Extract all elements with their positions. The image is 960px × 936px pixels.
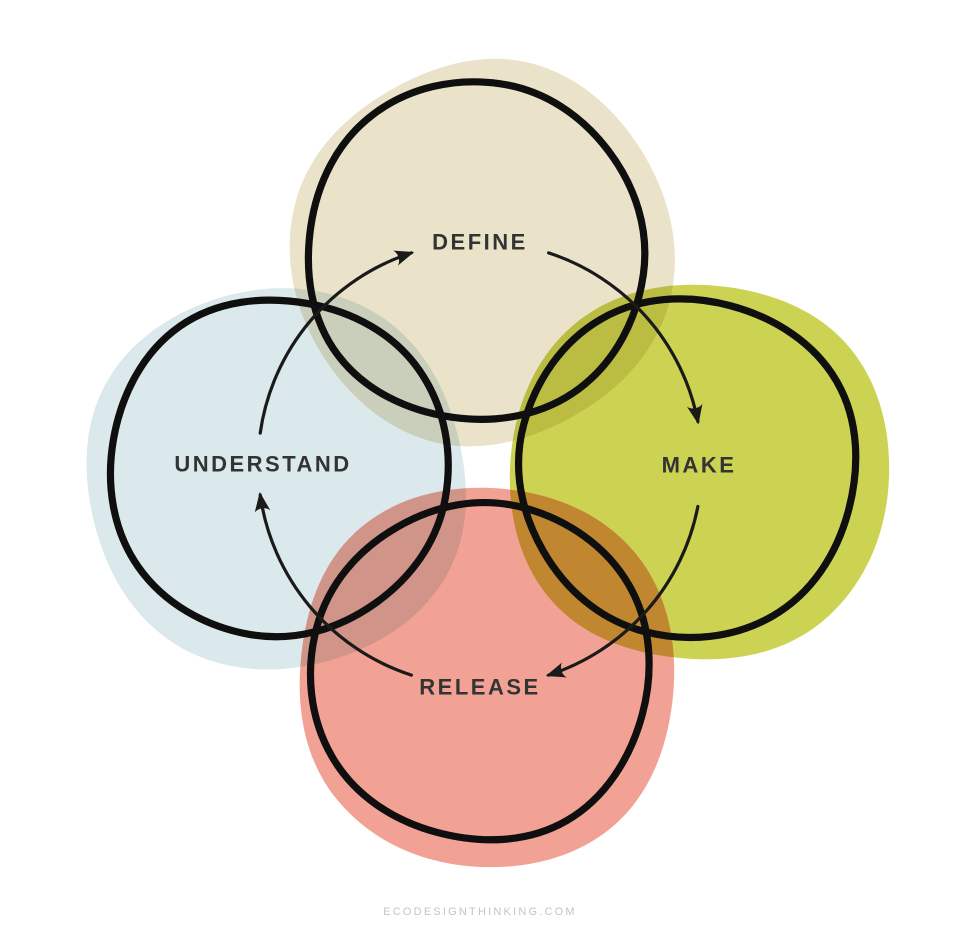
footer-credit: ECODESIGNTHINKING.COM bbox=[383, 906, 577, 918]
arrow-define-to-make bbox=[547, 251, 703, 425]
define-label: DEFINE bbox=[432, 230, 528, 255]
arrow-release-to-understand bbox=[254, 491, 413, 677]
understand-label: UNDERSTAND bbox=[174, 452, 351, 477]
color-blobs bbox=[10, 13, 960, 936]
arrow-understand-to-define bbox=[258, 250, 415, 435]
make-label: MAKE bbox=[662, 453, 737, 478]
arrow-make-to-release bbox=[545, 504, 700, 678]
node-labels: DEFINE MAKE RELEASE UNDERSTAND bbox=[174, 230, 737, 700]
cycle-arrows bbox=[254, 250, 703, 678]
release-label: RELEASE bbox=[419, 675, 540, 700]
